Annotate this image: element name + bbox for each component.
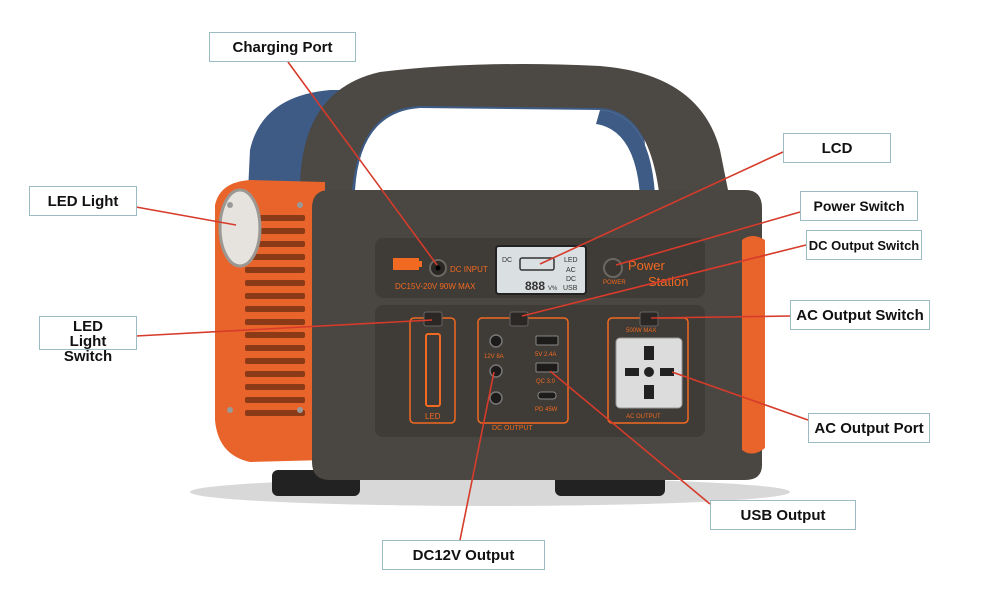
- callout-dc-output-switch: DC Output Switch: [806, 230, 922, 260]
- leader-led-light-switch: [135, 319, 433, 337]
- callout-dc12v-output: DC12V Output: [382, 540, 545, 570]
- brand-line2: Station: [648, 274, 688, 289]
- lcd-led-label: LED: [564, 257, 578, 264]
- dc12v-port-1[interactable]: [489, 334, 503, 348]
- leader-usb-output: [549, 370, 711, 505]
- callout-usb-output: USB Output: [710, 500, 856, 530]
- lcd-ac-label: AC: [566, 267, 576, 274]
- led-light-switch[interactable]: [423, 311, 443, 327]
- carry-handle: [300, 64, 730, 200]
- callout-led-light-switch-line1: LED: [73, 318, 103, 335]
- leader-power-switch: [615, 211, 801, 266]
- leader-dc-output-switch: [521, 244, 807, 317]
- screw: [297, 202, 303, 208]
- dc12v-port-3[interactable]: [489, 391, 503, 405]
- power-button[interactable]: [603, 258, 623, 278]
- right-side-panel: [742, 236, 765, 454]
- lcd-usb-label: USB: [563, 285, 578, 292]
- usb-spec-3: PD 45W: [535, 407, 558, 413]
- led-light-lens: [218, 188, 262, 268]
- handle-inner-blue: [596, 110, 655, 195]
- screw: [227, 407, 233, 413]
- ac-socket-ground: [644, 367, 654, 377]
- leader-ac-output-port: [671, 371, 809, 421]
- lcd-digits: 888: [525, 279, 545, 293]
- dc-input-label: DC INPUT: [450, 265, 488, 274]
- dc-port-spec: 12V 8A: [484, 354, 504, 360]
- ac-max-label: 500W MAX: [626, 328, 656, 334]
- brand-line1: Power: [628, 258, 666, 273]
- usb-port-2[interactable]: [535, 362, 559, 373]
- ac-socket-slot-top: [644, 346, 654, 360]
- callout-power-switch: Power Switch: [800, 191, 918, 221]
- leader-lines: [135, 61, 809, 541]
- callout-led-light: LED Light: [29, 186, 137, 216]
- callout-ac-output-switch: AC Output Switch: [790, 300, 930, 330]
- callout-charging-port: Charging Port: [209, 32, 356, 62]
- dc-output-switch[interactable]: [509, 311, 529, 327]
- usb-port-1[interactable]: [535, 335, 559, 346]
- power-label: POWER: [603, 280, 626, 286]
- ac-socket-slot-bottom: [644, 385, 654, 399]
- ac-socket-slot-left: [625, 368, 639, 376]
- leader-charging-port: [287, 61, 438, 266]
- usb-spec-1: 5V 2.4A: [535, 352, 556, 358]
- callout-ac-output-port: AC Output Port: [808, 413, 930, 443]
- usb-spec-2: QC 3.0: [536, 379, 556, 385]
- led-panel-label: LED: [425, 412, 441, 421]
- leader-dc12v-output: [459, 371, 495, 541]
- ac-socket-slot-right: [660, 368, 674, 376]
- lcd-battery-icon: [519, 257, 555, 271]
- ac-output-label: AC OUTPUT: [626, 414, 661, 420]
- leader-lcd: [539, 151, 784, 265]
- lcd-dc-label: DC: [502, 257, 512, 264]
- leader-led-light: [135, 206, 237, 226]
- lcd-unit: V%: [548, 286, 558, 292]
- led-strip: [425, 333, 441, 407]
- screw: [297, 407, 303, 413]
- ac-output-switch[interactable]: [639, 311, 659, 327]
- dc12v-port-2[interactable]: [489, 364, 503, 378]
- battery-logo-icon: [393, 258, 422, 270]
- lcd-dc2-label: DC: [566, 276, 576, 283]
- callout-led-light-switch: LED Light Switch: [39, 316, 137, 364]
- dc-output-panel-label: DC OUTPUT: [492, 425, 534, 432]
- leader-ac-output-switch: [650, 315, 791, 319]
- screw: [227, 202, 233, 208]
- callout-led-light-switch-line2: Light Switch: [63, 333, 113, 365]
- charging-port-pin: [435, 265, 441, 271]
- handle-opening: [355, 108, 655, 195]
- usb-c-port[interactable]: [537, 391, 557, 400]
- dc-input-spec: DC15V-20V 90W MAX: [395, 282, 476, 291]
- callout-lcd: LCD: [783, 133, 891, 163]
